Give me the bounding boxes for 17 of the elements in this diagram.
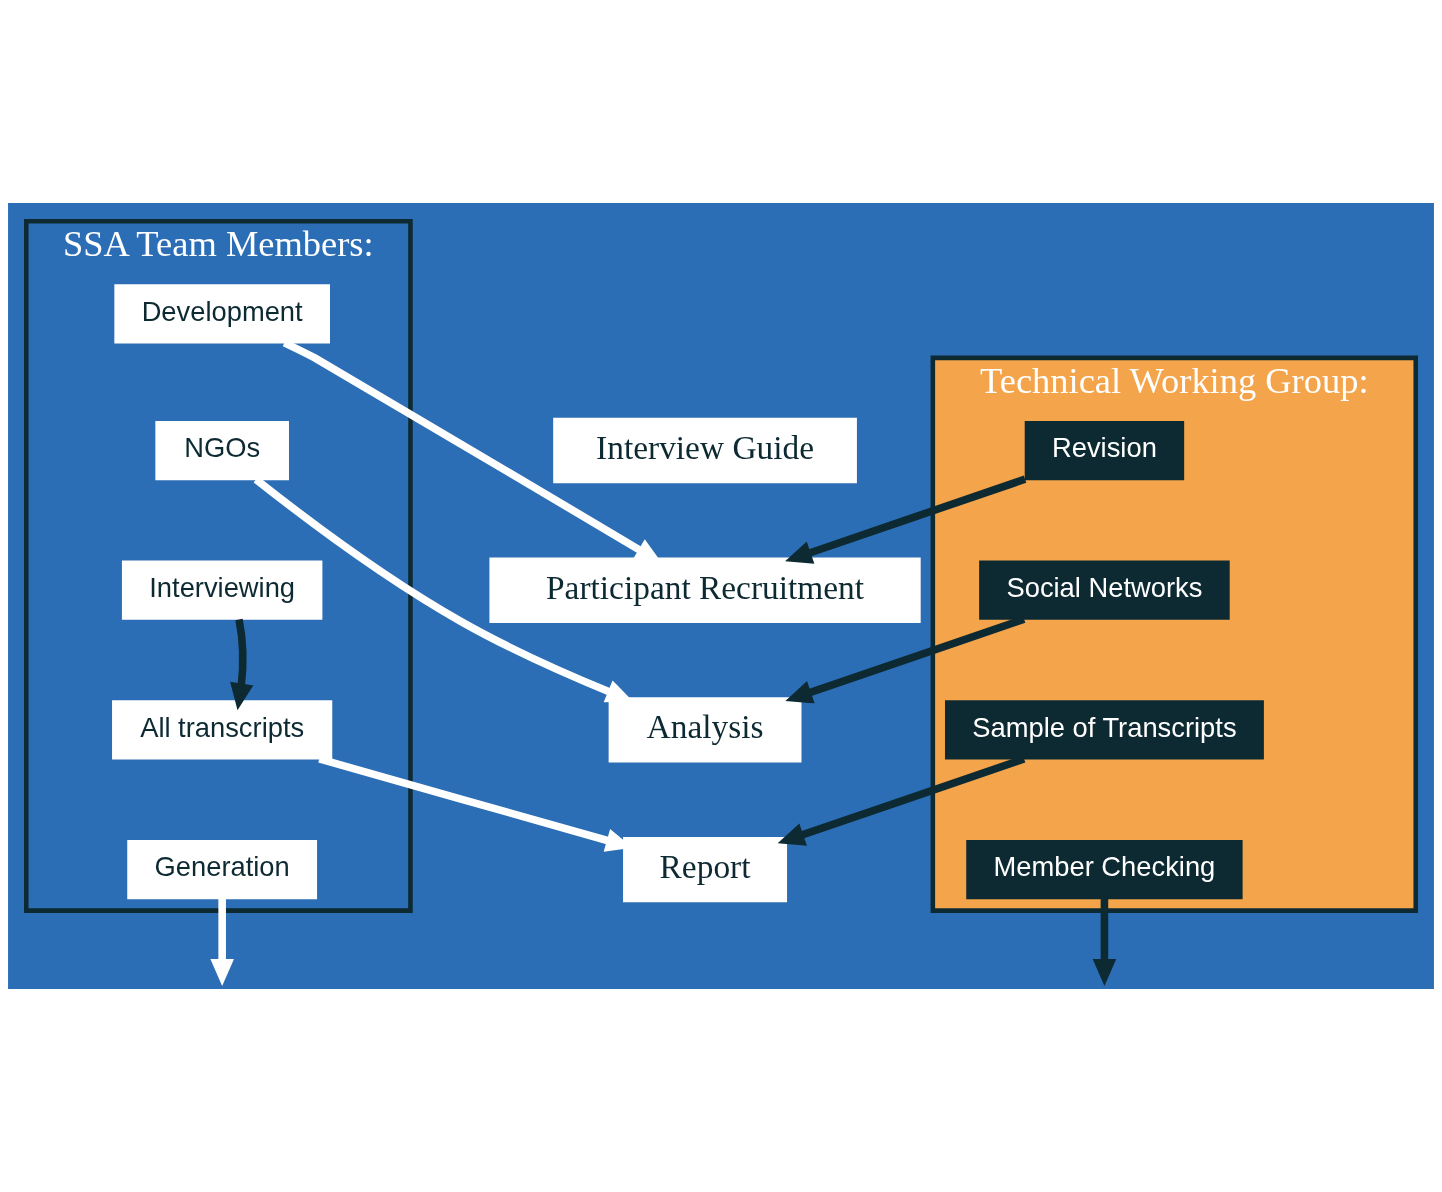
node-box: Social Networks: [979, 560, 1230, 620]
node-box: Interviewing: [121, 560, 323, 620]
node-box: Revision: [1024, 420, 1185, 481]
node-box: Interview Guide: [553, 417, 857, 484]
node-box: NGOs: [155, 420, 289, 481]
node-box: Development: [114, 284, 330, 344]
node-box: Member Checking: [966, 840, 1243, 900]
node-box: Analysis: [608, 697, 802, 763]
node-box: Participant Recruitment: [489, 557, 921, 623]
arrow: [230, 618, 254, 711]
arrow: [785, 475, 1027, 564]
node-box: All transcripts: [112, 700, 333, 760]
arrow: [210, 898, 234, 986]
node-box: Sample of Transcripts: [945, 700, 1264, 760]
arrow: [1092, 898, 1117, 986]
node-box: Generation: [127, 840, 318, 900]
node-box: Report: [623, 837, 788, 903]
